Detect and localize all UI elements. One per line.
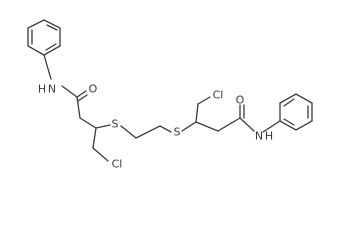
right-phenyl-ring <box>279 93 313 131</box>
atom-s-left: S <box>112 118 119 131</box>
bond-ch2-to-ch-left <box>79 117 97 129</box>
bond-ch-to-s-left <box>95 124 111 129</box>
atom-h-left: H <box>38 83 46 96</box>
left-ring-outline <box>27 19 61 56</box>
bond-carbonyl-to-nh-right <box>239 117 255 132</box>
atom-n-right: N <box>255 130 263 143</box>
bond-ch-to-ch2-right <box>195 121 219 132</box>
atom-s-right: S <box>174 126 181 139</box>
bond-ch-to-ch2cl-right <box>195 103 199 123</box>
bond-bridge <box>135 125 161 139</box>
atom-o-right: O <box>236 94 245 107</box>
bond-s-right-to-ch <box>181 121 197 132</box>
bond-ring-to-nh-left <box>43 54 52 80</box>
right-ring-double-1 <box>283 98 295 107</box>
bond-ch2-to-carbonyl-right <box>217 117 241 132</box>
atom-cl-right: Cl <box>213 89 224 102</box>
atom-o-left: O <box>89 83 98 96</box>
left-ring-double-1 <box>46 24 58 31</box>
atom-cl-left: Cl <box>112 158 123 171</box>
atom-n-left: N <box>48 83 56 96</box>
bond-ch-to-ch2cl-left <box>92 127 97 149</box>
bond-ch2-to-s-right <box>159 125 172 133</box>
left-ring-double-2 <box>45 43 57 51</box>
bond-carbonyl-to-ch2-left <box>76 96 81 119</box>
bond-ch2-to-cl-right <box>197 96 211 105</box>
bond-carbonyl-double-o-left <box>77 94 88 102</box>
atom-h-right: H <box>265 130 273 143</box>
structure-svg: N H O S Cl S Cl O N H <box>27 19 313 171</box>
bond-nh-to-carbonyl-left <box>61 85 78 98</box>
right-ring-outline <box>279 93 313 131</box>
left-phenyl-ring <box>27 19 61 56</box>
bond-ch2-to-cl-left <box>92 147 109 162</box>
bond-carbonyl-to-o-left <box>76 90 87 98</box>
right-ring-double-3 <box>283 118 295 126</box>
molecule-diagram: N H O S Cl S Cl O N H <box>27 19 313 171</box>
bond-s-left-to-ch2 <box>120 125 137 139</box>
bond-nh-to-ring-right <box>262 120 281 133</box>
